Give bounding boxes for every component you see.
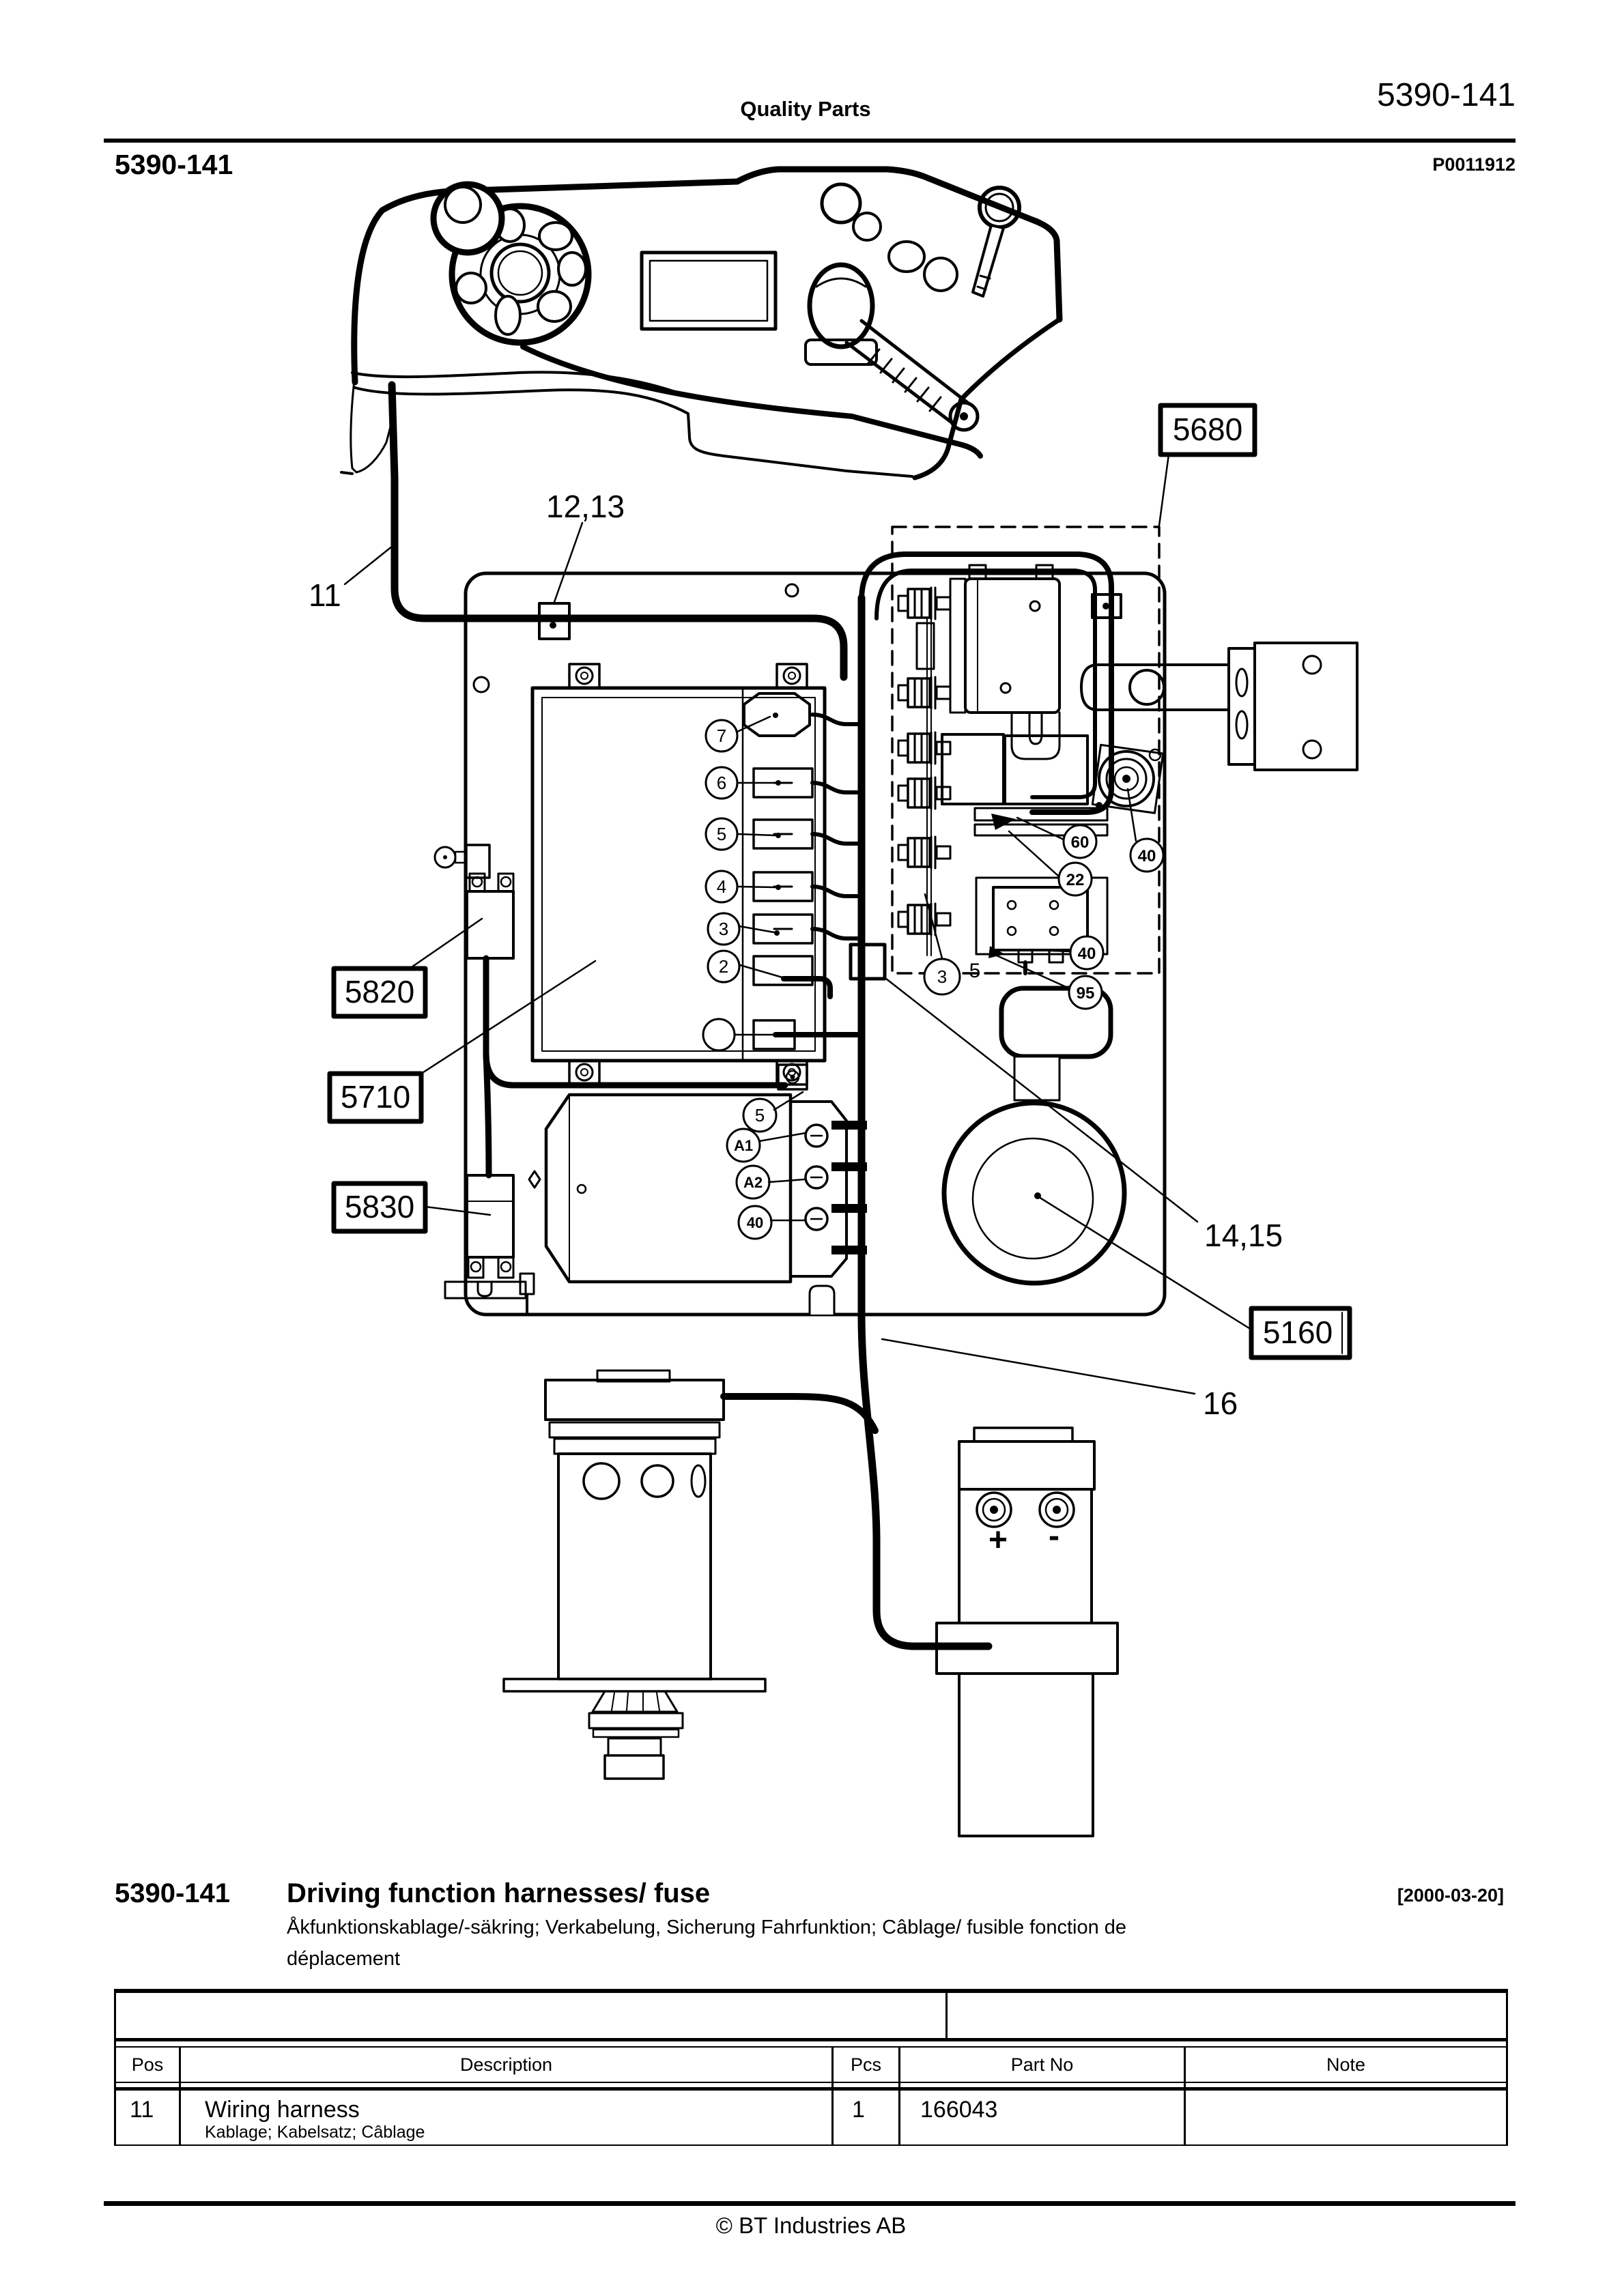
header-center-title: Quality Parts <box>740 97 871 121</box>
svg-text:14,15: 14,15 <box>1204 1218 1283 1253</box>
col-header-pos: Pos <box>131 2054 164 2075</box>
cell-description: Wiring harness <box>205 2097 360 2123</box>
svg-text:5680: 5680 <box>1173 412 1242 447</box>
footer-copyright: © BT Industries AB <box>715 2213 907 2238</box>
svg-text:11: 11 <box>309 577 341 613</box>
brake-coil-unit: + - <box>935 1426 1119 1837</box>
pump-cable <box>720 1393 879 1434</box>
svg-text:12,13: 12,13 <box>546 489 625 524</box>
ref-label-5160: 5160 <box>1038 1196 1352 1360</box>
col-header-description: Description <box>459 2054 553 2075</box>
contactor-callouts: 60 22 40 40 95 3 5 <box>923 788 1165 1010</box>
tiller-dashboard <box>340 166 1063 480</box>
header-section-ref: 5390-141 <box>115 149 233 180</box>
cell-pos: 11 <box>130 2097 154 2123</box>
svg-text:95: 95 <box>1077 984 1095 1003</box>
svg-text:5: 5 <box>717 824 726 844</box>
cell-pcs: 1 <box>852 2097 865 2123</box>
svg-text:A2: A2 <box>743 1174 763 1191</box>
cable-connector-14-15 <box>849 943 887 981</box>
svg-text:3: 3 <box>937 966 947 987</box>
svg-text:16: 16 <box>1203 1386 1238 1421</box>
callout-12-13: 12,13 <box>546 489 625 603</box>
cell-part-no: 166043 <box>920 2097 998 2123</box>
svg-text:5830: 5830 <box>345 1189 414 1224</box>
horn <box>1091 743 1165 814</box>
switch-5820 <box>466 872 515 960</box>
cell-description-alt: Kablage; Kabelsatz; Câblage <box>205 2123 425 2142</box>
ref-label-5820: 5820 <box>331 917 483 1019</box>
svg-text:40: 40 <box>1078 945 1096 963</box>
fuse-circle-callouts: 7 6 5 4 3 2 <box>702 715 784 1052</box>
header-page-ref: 5390-141 <box>1377 77 1516 113</box>
col-header-part-no: Part No <box>1010 2054 1074 2075</box>
motor-controller <box>544 1063 867 1284</box>
svg-text:3: 3 <box>719 919 728 939</box>
ref-label-5710: 5710 <box>327 960 597 1124</box>
relay-block <box>949 564 1061 760</box>
plus-terminal-label: + <box>988 1522 1008 1558</box>
contactor-block-lower <box>975 876 1109 975</box>
main-harness-bus <box>857 594 993 1650</box>
drive-motor <box>941 986 1127 1286</box>
title-subtitle-line1: Åkfunktionskablage/-säkring; Verkabelung… <box>287 1917 1127 1938</box>
steering-knob <box>430 181 505 256</box>
ref-label-5830: 5830 <box>331 1181 492 1234</box>
svg-text:5160: 5160 <box>1263 1315 1333 1350</box>
title-subtitle-line2: déplacement <box>287 1948 401 1970</box>
title-text: Driving function harnesses/ fuse <box>287 1878 711 1908</box>
svg-text:5: 5 <box>755 1105 765 1125</box>
ref-label-5680: 5680 <box>1158 403 1257 527</box>
mounting-bracket <box>1080 642 1358 771</box>
callout-11: 11 <box>309 545 394 613</box>
header-rule <box>104 139 1516 143</box>
left-harness <box>483 955 788 1179</box>
footer-rule <box>104 2201 1516 2206</box>
svg-text:5710: 5710 <box>341 1079 410 1115</box>
header-doc-code: P0011912 <box>1432 154 1516 175</box>
ignition-key <box>971 186 1021 298</box>
cable-clamp-12-13 <box>538 602 571 640</box>
svg-text:5820: 5820 <box>345 974 414 1009</box>
col-header-note: Note <box>1326 2054 1366 2075</box>
title-section-number: 5390-141 <box>115 1878 231 1908</box>
minus-terminal-label: - <box>1049 1518 1059 1554</box>
harness-cable-from-tiller <box>388 381 848 681</box>
contactor-block-upper <box>941 733 1109 837</box>
dash-buttons <box>820 182 958 292</box>
controller-terminal-callouts: 5 A1 A2 40 <box>726 1091 807 1240</box>
svg-text:40: 40 <box>747 1214 763 1231</box>
svg-text:A1: A1 <box>734 1137 753 1154</box>
steering-wheel <box>449 203 592 346</box>
svg-text:5: 5 <box>969 960 981 982</box>
fuse-panel <box>530 663 864 1086</box>
svg-text:40: 40 <box>1138 847 1156 865</box>
svg-text:22: 22 <box>1066 871 1085 889</box>
dash-display <box>640 250 778 331</box>
callout-16: 16 <box>881 1338 1238 1421</box>
svg-text:2: 2 <box>719 956 728 977</box>
pump-motor-assembly <box>502 1369 767 1780</box>
throttle-lever <box>804 262 980 432</box>
svg-text:4: 4 <box>717 876 726 897</box>
svg-text:6: 6 <box>717 773 726 793</box>
svg-text:7: 7 <box>717 726 726 746</box>
callout-14-15: 14,15 <box>885 977 1283 1253</box>
svg-text:60: 60 <box>1071 833 1090 852</box>
col-header-pcs: Pcs <box>850 2054 881 2075</box>
title-date: [2000-03-20] <box>1397 1885 1504 1906</box>
switch-5830 <box>444 1174 539 1316</box>
